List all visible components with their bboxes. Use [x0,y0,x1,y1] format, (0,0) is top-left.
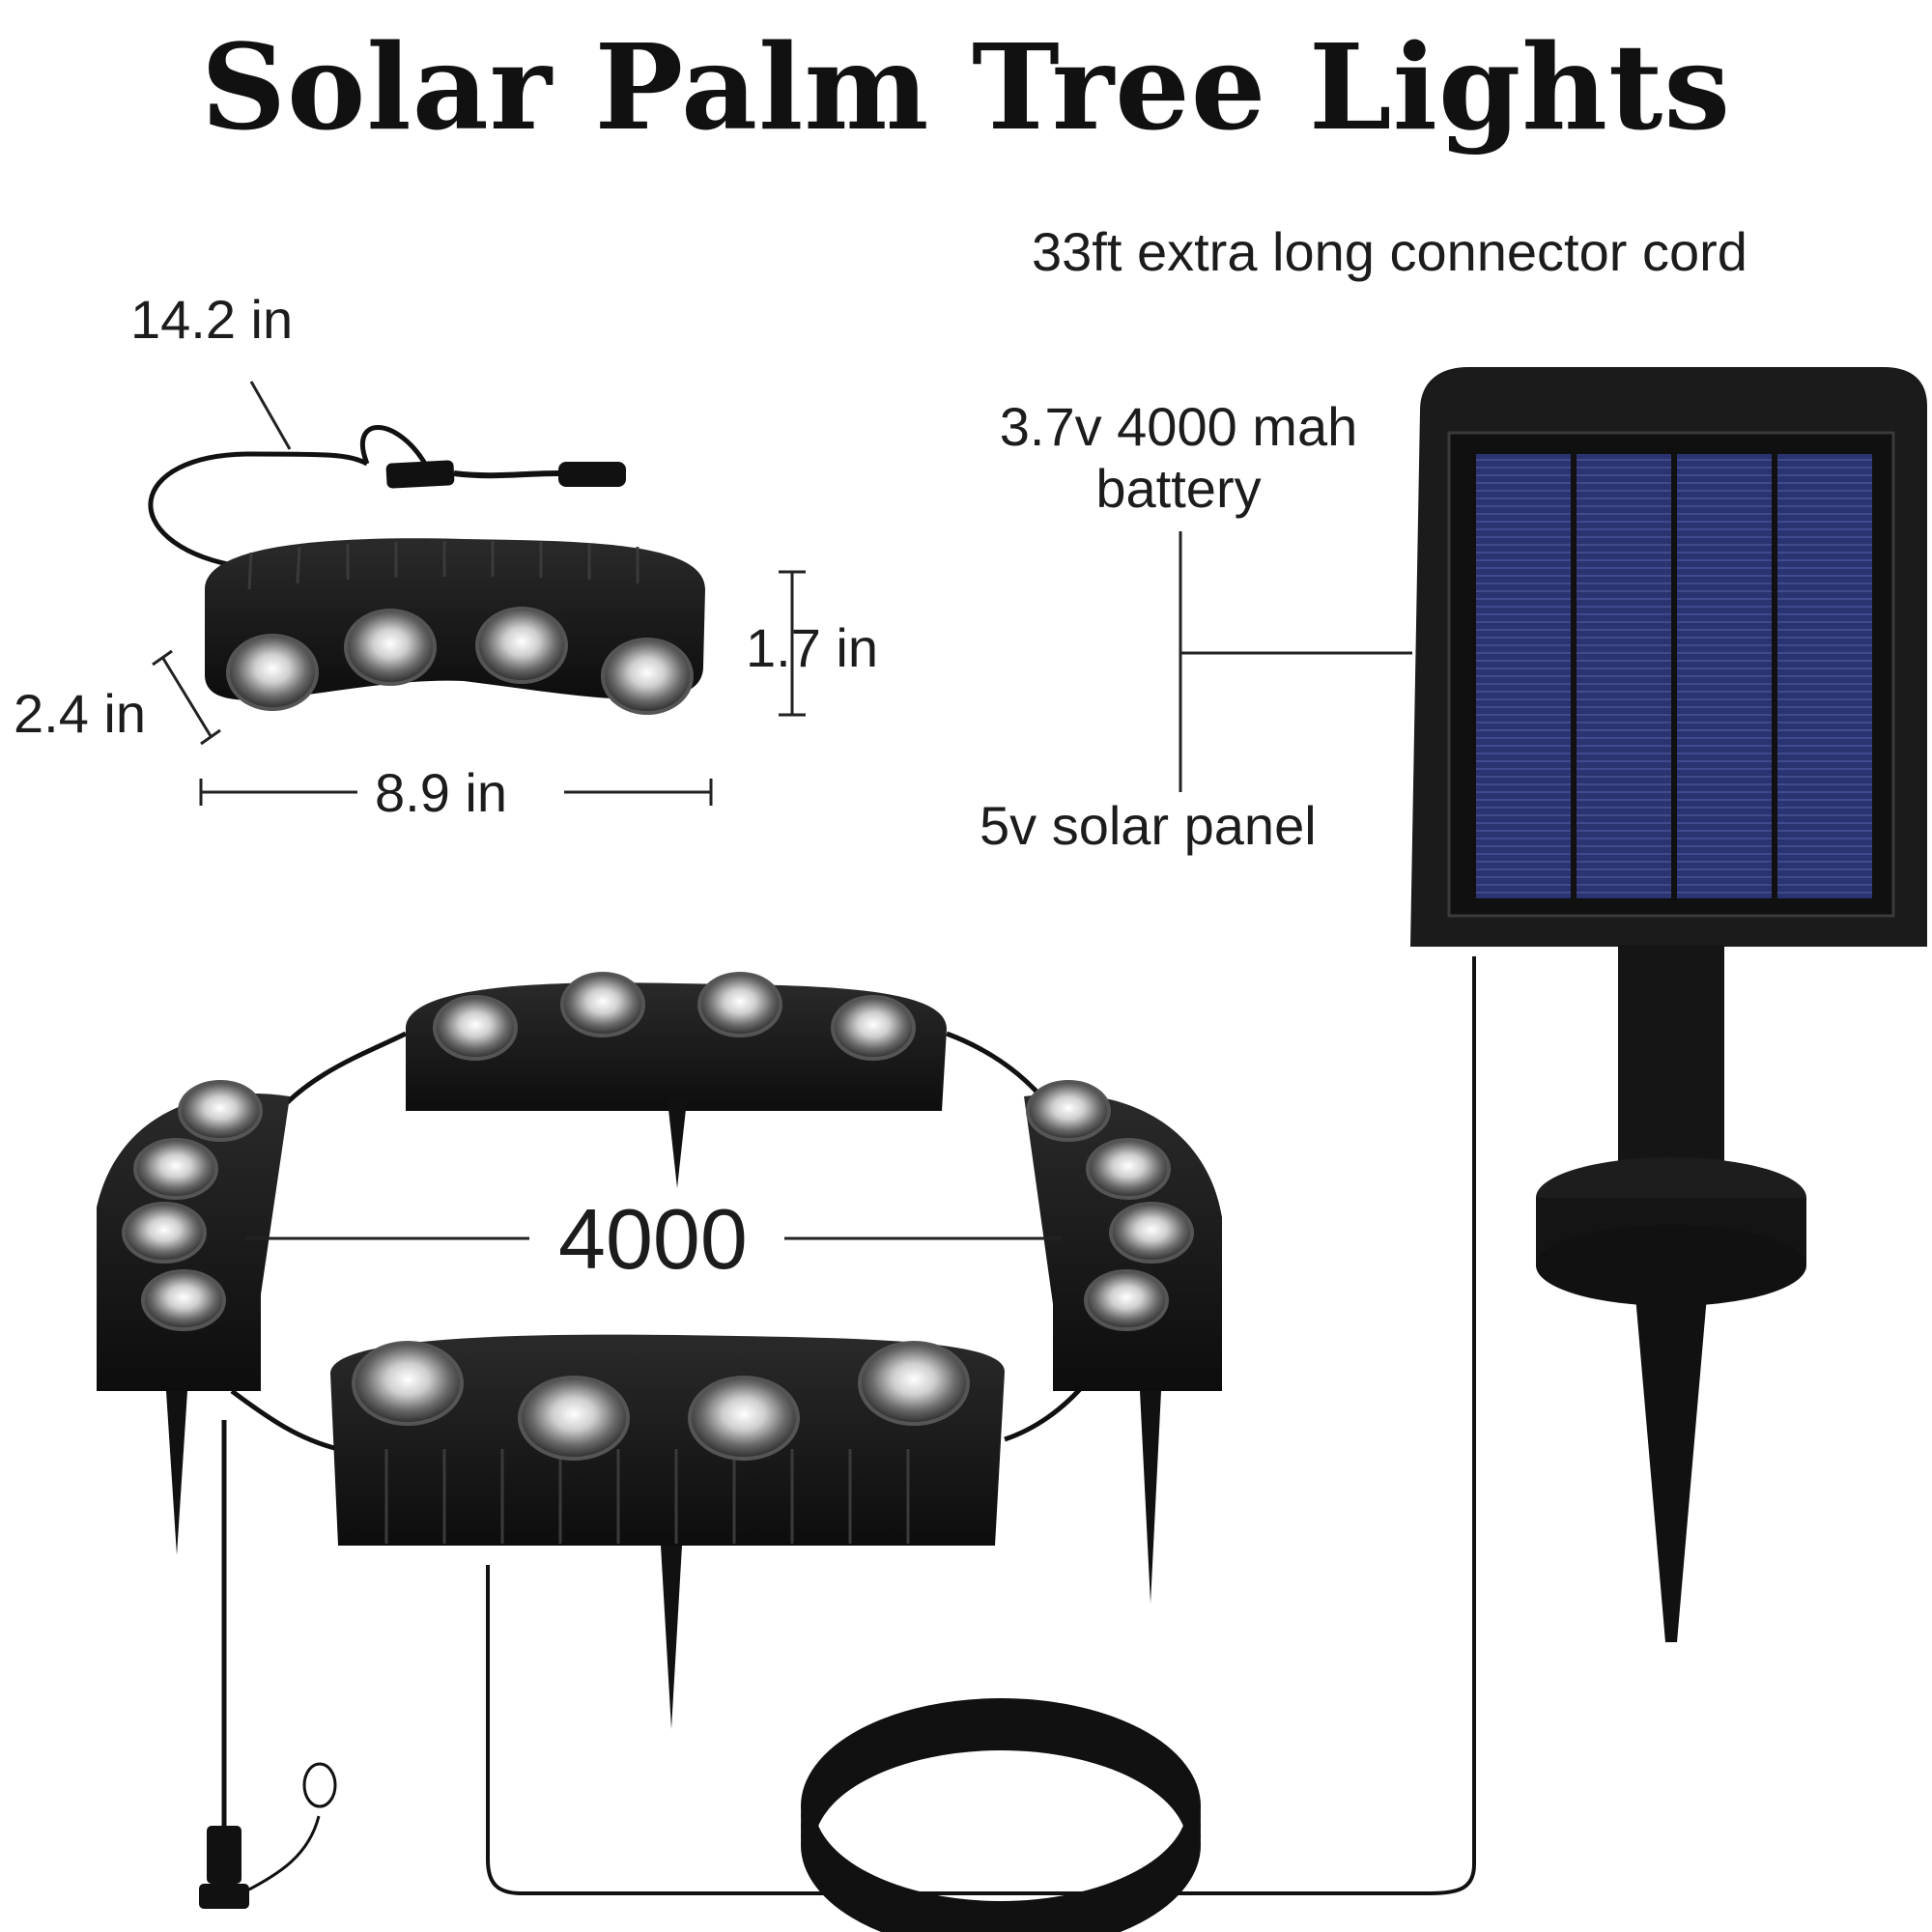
battery-label: 3.7v 4000 mah battery [999,396,1358,519]
width-label: 8.9 in [375,762,507,823]
depth-label: 2.4 in [14,683,146,744]
single-light-unit-icon [148,425,705,715]
connector-cable [486,956,1476,1895]
cord-label: 33ft extra long connector cord [1032,221,1747,282]
solar-panel-label: 5v solar panel [980,795,1317,856]
ring-diameter-label: 4000 [558,1191,748,1287]
dimension-lines [152,381,806,806]
plug-icon [199,1762,337,1909]
light-ring-icon [97,972,1222,1729]
coiled-cord-icon [801,1698,1201,1932]
cable-length-label: 14.2 in [130,289,294,350]
page-title: Solar Palm Tree Lights [200,17,1732,156]
height-label: 1.7 in [746,617,878,678]
solar-panel-icon [1410,367,1927,1642]
leader-lines [1179,531,1412,792]
